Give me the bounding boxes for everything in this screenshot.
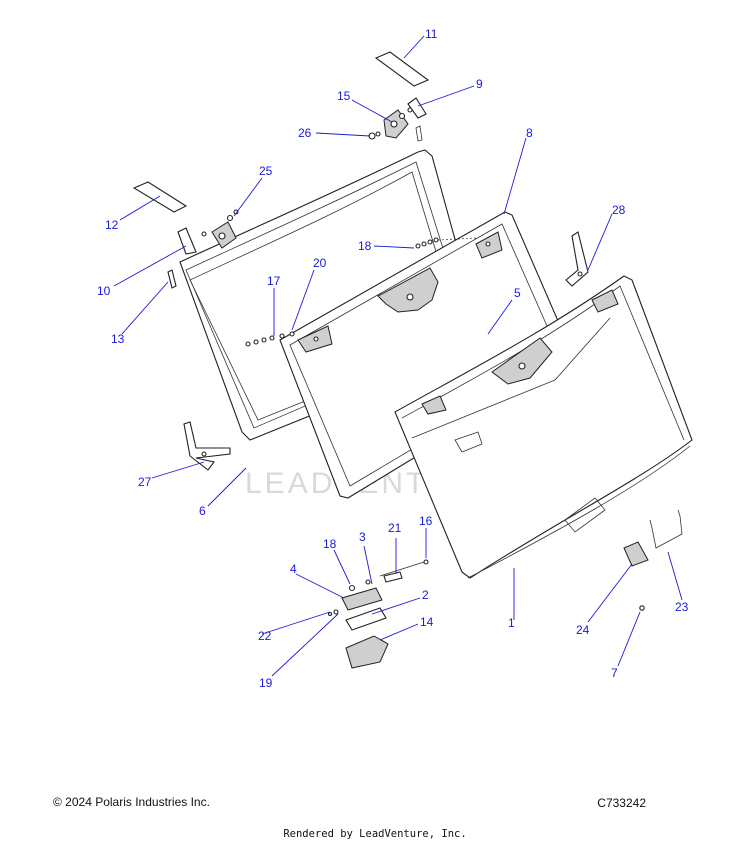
callout-22: 22 [258, 629, 272, 643]
callouts: 11 9 15 26 8 25 12 28 18 10 20 17 5 13 2… [97, 27, 689, 690]
hinge-part-25 [201, 209, 239, 249]
callout-8: 8 [526, 126, 533, 140]
callout-9: 9 [476, 77, 483, 91]
fastener-part-7 [639, 605, 645, 611]
strip-part-12 [132, 181, 188, 213]
hinge-part-15 [383, 107, 413, 139]
cover-part-24 [623, 541, 649, 567]
callout-5: 5 [514, 286, 521, 300]
callout-6: 6 [199, 504, 206, 518]
callout-3: 3 [359, 530, 366, 544]
callout-18-lower: 18 [323, 537, 337, 551]
callout-25: 25 [259, 164, 273, 178]
pin-part-13 [167, 269, 177, 289]
seal-part-10 [177, 227, 197, 255]
bracket-part-27 [183, 421, 231, 471]
callout-23: 23 [675, 600, 689, 614]
glass-panel-part-1 [394, 275, 693, 579]
seal-part-9 [407, 97, 427, 142]
bracket-part-23 [649, 509, 683, 549]
rendered-by-text: Rendered by LeadVenture, Inc. [283, 828, 467, 840]
callout-17: 17 [267, 274, 281, 288]
callout-14: 14 [420, 615, 434, 629]
fasteners-part-26 [368, 131, 381, 140]
latch-assembly [327, 559, 429, 669]
callout-28: 28 [612, 203, 626, 217]
frame-inner-part-5 [279, 211, 576, 499]
strip-part-11 [374, 51, 430, 87]
callout-12: 12 [105, 218, 119, 232]
parts-diagram: LEADVENTURE [97, 27, 693, 690]
callout-1: 1 [508, 616, 515, 630]
callout-16: 16 [419, 514, 433, 528]
fasteners-part-17-20 [245, 331, 295, 347]
callout-20: 20 [313, 256, 327, 270]
callout-7: 7 [611, 666, 618, 680]
bracket-part-28 [565, 231, 589, 287]
callout-21: 21 [388, 521, 402, 535]
callout-4: 4 [290, 562, 297, 576]
leader-lines [113, 35, 683, 677]
callout-10: 10 [97, 284, 111, 298]
callout-15: 15 [337, 89, 351, 103]
callout-27: 27 [138, 475, 152, 489]
callout-13: 13 [111, 332, 125, 346]
callout-11: 11 [425, 27, 438, 41]
copyright-text: © 2024 Polaris Industries Inc. [53, 795, 210, 809]
callout-18-upper: 18 [358, 239, 372, 253]
callout-2: 2 [422, 588, 429, 602]
fasteners-part-18-upper [415, 237, 477, 249]
callout-24: 24 [576, 623, 590, 637]
callout-26: 26 [298, 126, 312, 140]
diagram-code: C733242 [597, 796, 646, 810]
callout-19: 19 [259, 676, 273, 690]
